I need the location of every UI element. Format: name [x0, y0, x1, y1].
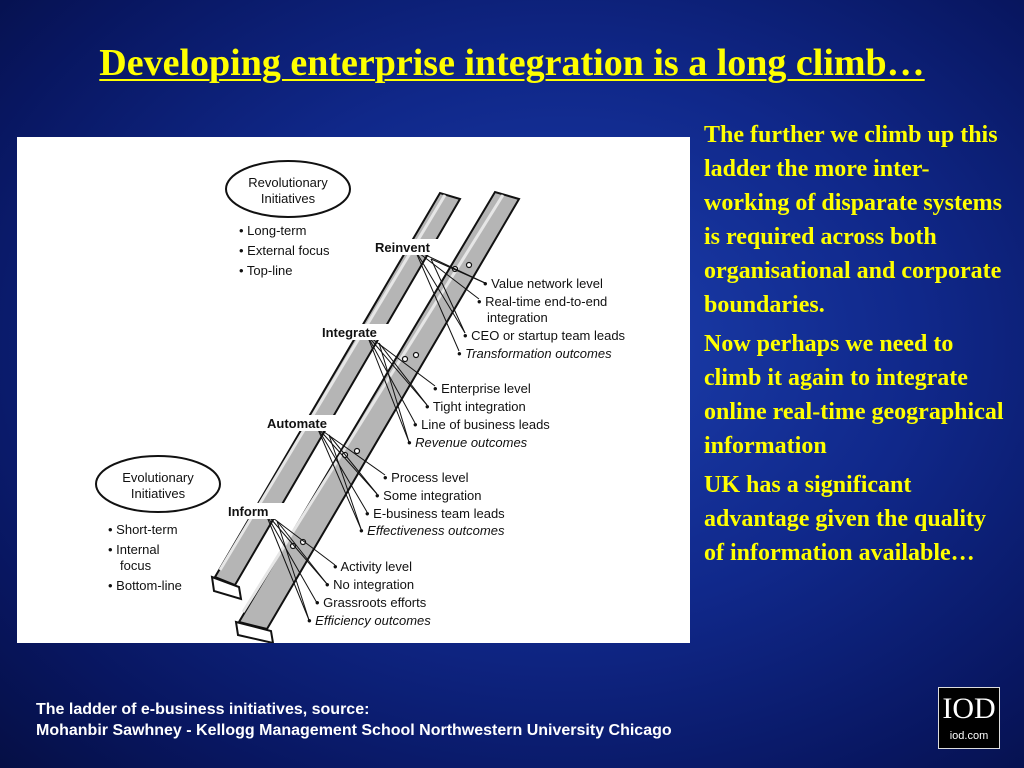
rung-label-reinvent: Reinvent: [375, 240, 431, 255]
revolutionary-bullet: • Long-term: [239, 223, 306, 238]
revolutionary-bullet: • Top-line: [239, 263, 292, 278]
rung-item: integration: [487, 310, 548, 325]
rung-item: • Effectiveness outcomes: [359, 523, 505, 538]
rung-item: • No integration: [325, 577, 414, 592]
evolutionary-title-line2: Initiatives: [131, 486, 186, 501]
revolutionary-title-line1: Revolutionary: [248, 175, 328, 190]
rung-item: • Some integration: [375, 488, 481, 503]
iod-logo-mark: IOD: [942, 692, 996, 725]
revolutionary-bullet: • External focus: [239, 243, 330, 258]
rail-foot-left: [210, 575, 243, 601]
iod-logo-url: iod.com: [949, 730, 989, 742]
slide-title: Developing enterprise integration is a l…: [99, 42, 925, 84]
rung-item: • Activity level: [333, 559, 412, 574]
evolutionary-bullet: focus: [120, 558, 152, 573]
ladder-diagram: Revolutionary Initiatives • Long-term • …: [95, 160, 626, 643]
revolutionary-title-line2: Initiatives: [261, 191, 316, 206]
revolutionary-ellipse: [225, 160, 351, 218]
rung-label-inform: Inform: [228, 504, 268, 519]
evolutionary-bullet: • Bottom-line: [108, 578, 182, 593]
side-paragraph: Now perhaps we need to climb it again to…: [704, 331, 1004, 459]
iod-logo: IOD iod.com: [938, 687, 1000, 749]
ladder-figure: Revolutionary Initiatives • Long-term • …: [17, 137, 690, 643]
evolutionary-bullet: • Internal: [108, 542, 160, 557]
rung-item: • Grassroots efforts: [315, 595, 427, 610]
side-paragraph: The further we climb up this ladder the …: [704, 122, 1002, 318]
leader-lines: [264, 249, 486, 621]
rung-item: • Real-time end-to-end: [477, 294, 607, 309]
rung-item: • Value network level: [483, 276, 603, 291]
evolutionary-ellipse: [95, 455, 221, 513]
rung-label-integrate: Integrate: [322, 325, 377, 340]
caption-line: Mohanbir Sawhney - Kellogg Management Sc…: [36, 722, 672, 739]
rung-item: • CEO or startup team leads: [463, 328, 626, 343]
source-caption: The ladder of e-business initiatives, so…: [36, 699, 916, 741]
rung-item: • Efficiency outcomes: [307, 613, 431, 628]
side-paragraph: UK has a significant advantage given the…: [704, 472, 987, 566]
rung-item: • Transformation outcomes: [457, 346, 612, 361]
caption-line: The ladder of e-business initiatives, so…: [36, 701, 370, 718]
rung-item: • Process level: [383, 470, 469, 485]
rung-item: • Enterprise level: [433, 381, 531, 396]
rung-item: • Revenue outcomes: [407, 435, 528, 450]
rung-label-automate: Automate: [267, 416, 327, 431]
evolutionary-title-line1: Evolutionary: [122, 470, 194, 485]
rung-item: • E-business team leads: [365, 506, 505, 521]
side-text: The further we climb up this ladder the …: [704, 118, 1010, 575]
rail-foot-right: [234, 620, 275, 643]
rung-item: • Tight integration: [425, 399, 526, 414]
rung-item: • Line of business leads: [413, 417, 550, 432]
evolutionary-bullet: • Short-term: [108, 522, 178, 537]
